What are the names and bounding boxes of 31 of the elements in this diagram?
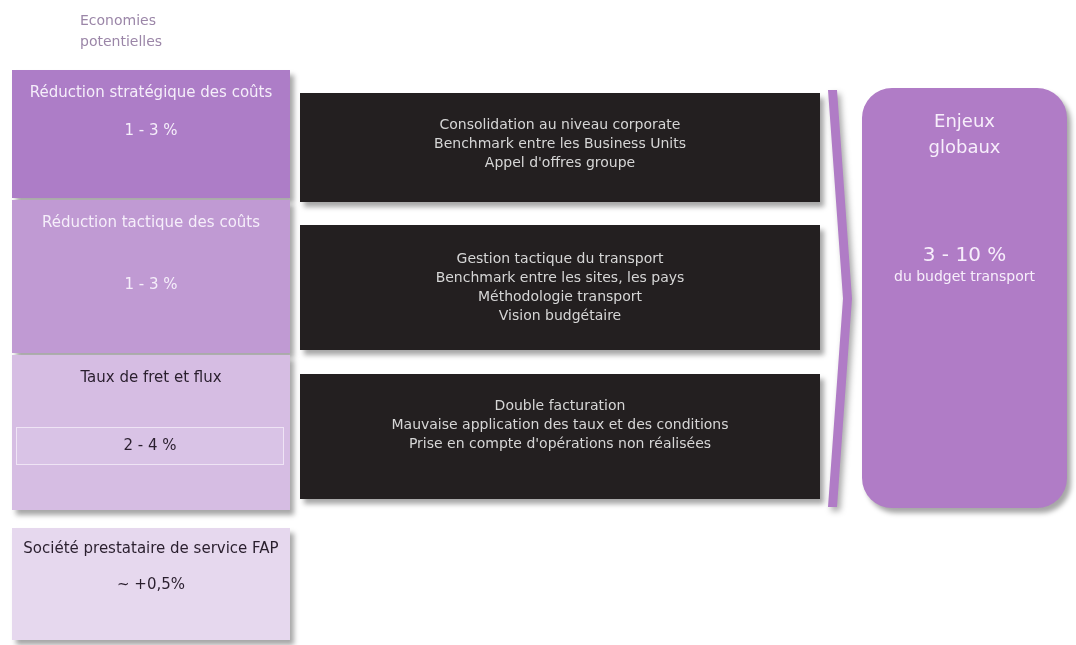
percentage: 1 - 3 % (124, 119, 178, 141)
item-text: Benchmark entre les sites, les pays (435, 267, 685, 287)
percentage: ~ +0,5% (117, 573, 185, 595)
item-text: Appel d'offres groupe (484, 152, 636, 172)
action-box (300, 374, 820, 499)
percentage: 2 - 4 % (123, 435, 177, 457)
box-title: Réduction tactique des coûts (41, 212, 261, 233)
summary-panel (862, 88, 1067, 508)
column-heading: Economies potentielles (80, 11, 164, 51)
item-text: Benchmark entre les Business Units (434, 133, 686, 153)
box-title: Enjeux globaux (927, 109, 1002, 160)
savings-box (12, 200, 290, 353)
box-title: Réduction stratégique des coûts (29, 82, 273, 103)
percentage: 1 - 3 % (124, 273, 178, 295)
box-title: Taux de fret et flux (80, 367, 222, 388)
item-text: Gestion tactique du transport (456, 249, 664, 268)
box-title: Société prestataire de service FAP (23, 538, 279, 559)
item-text: Double facturation (494, 396, 626, 415)
savings-box (12, 70, 290, 198)
item-text: Consolidation au niveau corporate (439, 115, 681, 134)
savings-box (12, 528, 290, 640)
percentage-band (16, 427, 284, 465)
item-text: Vision budgétaire (498, 305, 622, 325)
action-box (300, 93, 820, 202)
item-text: Mauvaise application des taux et des conditions (391, 414, 729, 434)
action-box (300, 225, 820, 350)
savings-box (12, 355, 290, 510)
item-text: Prise en compte d'opérations non réalisées (408, 433, 712, 453)
percentage-caption: du budget transport (894, 269, 1035, 285)
percentage: 3 - 10 % (922, 241, 1007, 269)
item-text: Méthodologie transport (477, 286, 643, 306)
